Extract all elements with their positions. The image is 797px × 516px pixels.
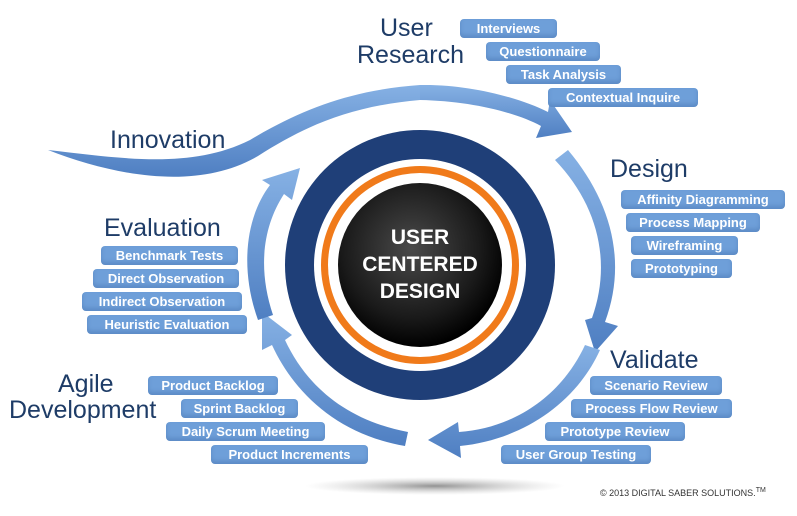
validate-title: Validate	[610, 346, 699, 374]
validate-arrow	[428, 345, 600, 458]
agile-item-sprint-backlog: Sprint Backlog	[181, 399, 298, 418]
center-label: USER CENTERED DESIGN	[350, 224, 490, 305]
evaluation-item-direct-observation: Direct Observation	[93, 269, 239, 288]
center-line-2: CENTERED	[362, 253, 478, 276]
design-title: Design	[610, 155, 688, 183]
research-title-line2: Research	[357, 41, 464, 69]
evaluation-item-benchmark-tests: Benchmark Tests	[101, 246, 238, 265]
validate-item-scenario-review: Scenario Review	[590, 376, 722, 395]
trademark-mark: TM	[755, 487, 766, 494]
agile-title-line1: Agile	[58, 370, 114, 398]
agile-item-daily-scrum-meeting: Daily Scrum Meeting	[166, 422, 325, 441]
research-arrow	[420, 84, 572, 138]
center-disc	[338, 183, 502, 347]
agile-arrow	[262, 312, 408, 446]
design-item-prototyping: Prototyping	[631, 259, 732, 278]
cycle-arrows	[48, 84, 618, 458]
copyright-notice: © 2013 DIGITAL SABER SOLUTIONS.TM	[600, 487, 766, 498]
evaluation-item-heuristic-evaluation: Heuristic Evaluation	[87, 315, 247, 334]
research-item-task-analysis: Task Analysis	[506, 65, 621, 84]
agile-title-line2: Development	[9, 396, 157, 424]
evaluation-arrow	[247, 168, 300, 320]
center-line-1: USER	[390, 226, 450, 249]
center-line-3: DESIGN	[379, 280, 461, 303]
design-arrow	[555, 150, 618, 352]
floor-shadow	[305, 477, 565, 495]
innovation-arrow	[48, 85, 420, 177]
design-item-affinity-diagramming: Affinity Diagramming	[621, 190, 785, 209]
copyright-text: © 2013 DIGITAL SABER SOLUTIONS.	[600, 488, 756, 498]
research-item-interviews: Interviews	[460, 19, 557, 38]
research-title-line1: User	[380, 14, 433, 42]
agile-item-product-backlog: Product Backlog	[148, 376, 278, 395]
validate-item-prototype-review: Prototype Review	[545, 422, 685, 441]
research-item-questionnaire: Questionnaire	[486, 42, 600, 61]
innovation-title: Innovation	[110, 126, 226, 154]
validate-item-process-flow-review: Process Flow Review	[571, 399, 732, 418]
design-item-process-mapping: Process Mapping	[626, 213, 760, 232]
research-item-contextual-inquire: Contextual Inquire	[548, 88, 698, 107]
evaluation-item-indirect-observation: Indirect Observation	[82, 292, 242, 311]
design-item-wireframing: Wireframing	[631, 236, 738, 255]
agile-item-product-increments: Product Increments	[211, 445, 368, 464]
validate-item-user-group-testing: User Group Testing	[501, 445, 651, 464]
evaluation-title: Evaluation	[104, 214, 221, 242]
